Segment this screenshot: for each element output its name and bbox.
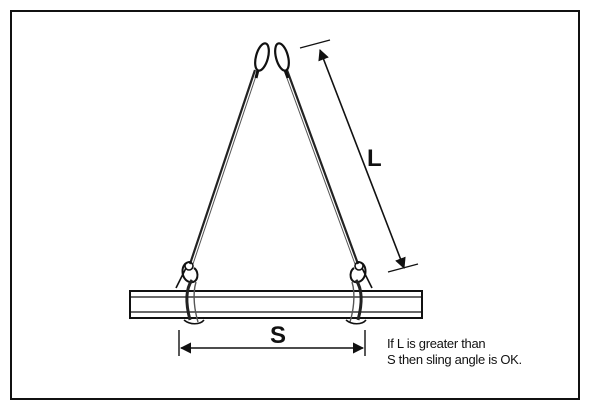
sling-angle-note: If L is greater than S then sling angle … xyxy=(387,336,522,368)
length-label: L xyxy=(367,145,382,172)
dimension-S xyxy=(178,330,366,356)
right-sling-leg xyxy=(283,69,360,265)
left-sling-leg xyxy=(188,69,259,265)
dimension-L xyxy=(299,39,419,273)
beam xyxy=(129,290,423,319)
span-label: S xyxy=(270,322,287,349)
left-hook xyxy=(175,261,205,325)
diagram-frame xyxy=(10,10,580,400)
right-eye-loop xyxy=(274,42,290,79)
note-line-1: If L is greater than xyxy=(387,336,486,351)
left-eye-loop xyxy=(254,42,270,79)
note-line-2: S then sling angle is OK. xyxy=(387,352,522,367)
